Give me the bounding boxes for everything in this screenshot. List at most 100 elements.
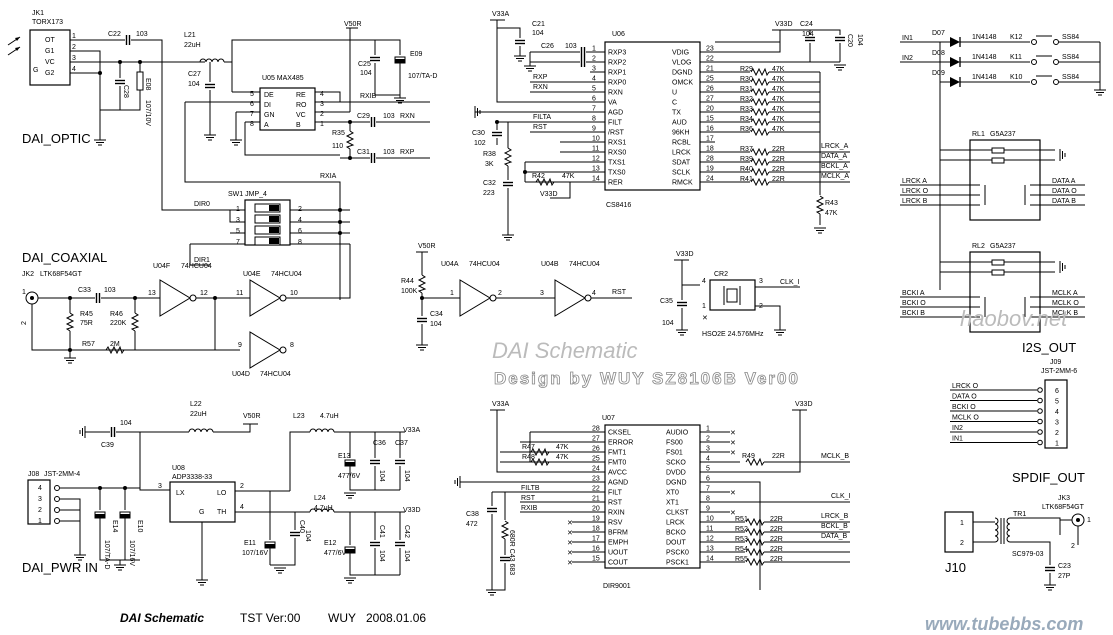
svg-text:C40: C40 (298, 520, 305, 533)
u06-pin-name: U (672, 90, 677, 97)
u06-pin-num: 17 (706, 136, 714, 143)
diode-ref: D07 (932, 30, 945, 37)
u07-pin-name: FS00 (666, 440, 683, 447)
watermark-haobov: haobov.net (960, 306, 1068, 331)
svg-text:DATA_A: DATA_A (821, 153, 848, 160)
light-arrows-icon (7, 36, 21, 56)
resistor-ref: R55 (735, 556, 748, 563)
relay-part: G5A237 (990, 131, 1016, 138)
svg-text:V50R: V50R (344, 21, 362, 28)
svg-text:C39: C39 (101, 442, 114, 449)
svg-text:LX: LX (176, 490, 185, 497)
svg-text:DI: DI (264, 102, 271, 109)
u06-pin-name: TXS1 (608, 160, 626, 167)
svg-text:3: 3 (759, 278, 763, 285)
svg-text:6: 6 (250, 101, 254, 108)
net-rxib: RXIB (360, 93, 377, 100)
u06-pin-name: FILT (608, 120, 623, 127)
svg-text:220K: 220K (110, 320, 127, 327)
u06-pin-name: DGND (672, 70, 693, 77)
relay-part: G5A237 (990, 243, 1016, 250)
switch-ref: K10 (1010, 74, 1023, 81)
resistor-ref: R32 (740, 96, 753, 103)
u07-pin-name: BCKO (666, 530, 686, 537)
u07-pin-num: 5 (706, 466, 710, 473)
u06-pin-name: SCLK (672, 170, 691, 177)
u07-nc-marks: ✕✕✕✕✕✕✕✕✕✕ (567, 430, 736, 567)
svg-text:ADP3338-33: ADP3338-33 (172, 474, 212, 481)
u07-pin-num: 6 (706, 476, 710, 483)
resistor-value: 47K (772, 106, 785, 113)
svg-text:V50R: V50R (243, 413, 261, 420)
svg-text:477/6V: 477/6V (338, 473, 361, 480)
u06-pin-name: RCBL (672, 140, 691, 147)
svg-text:47K: 47K (562, 173, 575, 180)
u06-pin-num: 9 (592, 126, 596, 133)
u06-pin-num: 14 (592, 176, 600, 183)
svg-text:11: 11 (236, 290, 243, 297)
relay-out-net: MCLK A (1052, 290, 1078, 297)
svg-text:E11: E11 (244, 540, 256, 547)
svg-text:R43: R43 (825, 200, 838, 207)
j09-pin-contact (1037, 397, 1043, 404)
svg-text:8: 8 (290, 342, 294, 349)
u07-pin-name: BFRM (608, 530, 628, 537)
svg-text:103: 103 (383, 149, 395, 156)
u06-pin-name: RXP1 (608, 70, 626, 77)
resistor-ref: R53 (735, 536, 748, 543)
svg-text:E14: E14 (111, 520, 118, 533)
svg-text:DIR1: DIR1 (194, 257, 210, 264)
svg-text:RXN: RXN (400, 113, 415, 120)
u06-pin-num: 18 (706, 146, 714, 153)
u06-pin-num: 25 (706, 76, 714, 83)
resistor-value: 22R (770, 516, 783, 523)
svg-text:3: 3 (236, 217, 240, 224)
svg-text:RST: RST (533, 124, 548, 131)
resistor-value: 47K (772, 76, 785, 83)
ground-icon (1059, 260, 1066, 274)
svg-text:47K: 47K (556, 454, 569, 461)
svg-text:R35: R35 (332, 130, 345, 137)
svg-text:JK3: JK3 (1058, 495, 1070, 502)
svg-text:R44: R44 (401, 278, 414, 285)
svg-text:22uH: 22uH (190, 411, 207, 418)
svg-text:L22: L22 (190, 401, 202, 408)
svg-text:E09: E09 (410, 51, 423, 58)
svg-text:74HCU04: 74HCU04 (181, 263, 212, 270)
u06-pin-num: 15 (706, 116, 714, 123)
svg-text:472: 472 (466, 521, 478, 528)
u07-pin-num: 25 (592, 456, 600, 463)
svg-text:74HCU04: 74HCU04 (469, 261, 500, 268)
svg-text:MCLK_B: MCLK_B (821, 453, 849, 460)
svg-text:13: 13 (148, 290, 156, 297)
svg-text:104: 104 (378, 470, 385, 482)
relay-in-net: BCKI B (902, 310, 925, 317)
relay-in-net: LRCK A (902, 178, 927, 185)
sw1-jumper: SW1 JMP_4 1 3 5 7 2 4 6 8 DIR0 DIR1 (189, 191, 350, 266)
u07-pin-num: 1 (706, 426, 710, 433)
resistor-ref: R36 (740, 126, 753, 133)
svg-text:1: 1 (1087, 517, 1091, 524)
svg-text:2: 2 (960, 540, 964, 547)
cr2-oscillator: V33D C35 104 CR2 4 1 3 2 CLK_I ✕ HSO2E 2… (660, 251, 800, 338)
svg-text:10: 10 (290, 290, 298, 297)
nc-mark-icon: ✕ (567, 530, 573, 537)
u07-pin-num: 14 (706, 556, 714, 563)
svg-text:E12: E12 (324, 540, 337, 547)
svg-text:104: 104 (532, 30, 544, 37)
u06-pin-name: C (672, 100, 677, 107)
svg-text:B: B (296, 122, 301, 129)
switch-contact (1053, 39, 1059, 45)
svg-text:C23: C23 (1058, 563, 1071, 570)
svg-text:JK2: JK2 (22, 271, 34, 278)
svg-text:E13: E13 (338, 453, 351, 460)
svg-text:TH: TH (217, 509, 226, 516)
u07-pin-name: RXIN (608, 510, 625, 517)
svg-text:LRCK_A: LRCK_A (821, 143, 849, 150)
svg-text:22uH: 22uH (184, 42, 201, 49)
svg-text:C27: C27 (188, 71, 201, 78)
inverter-u04f: U04F 74HCU04 13 12 (148, 263, 250, 350)
svg-text:C31: C31 (357, 149, 370, 156)
svg-text:103: 103 (136, 31, 148, 38)
resistor (750, 78, 770, 86)
